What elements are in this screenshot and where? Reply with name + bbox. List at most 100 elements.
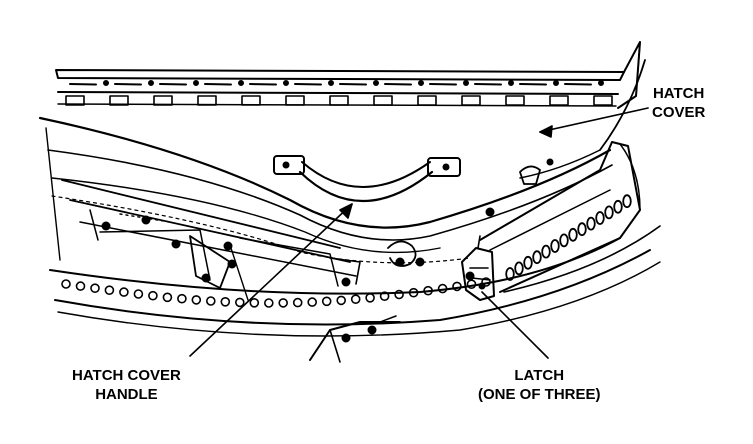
hatch-cover-handle-callout-line2: HANDLE (95, 386, 158, 403)
hatch-cover-callout-line2: COVER (652, 104, 706, 121)
fastener-nuts (101, 207, 495, 287)
rivet (408, 287, 419, 298)
fastener-nut (485, 207, 495, 217)
latch (461, 235, 495, 301)
rail-hole (550, 239, 560, 253)
rivet (90, 283, 100, 294)
rivet (394, 289, 404, 300)
rail-hole (505, 267, 515, 281)
rail-hole (559, 233, 569, 248)
rail-hole (532, 250, 542, 265)
rivet (321, 296, 332, 307)
hatch-cover-handle-leader (189, 203, 353, 357)
panel-screw (193, 80, 199, 86)
rivet (148, 290, 158, 301)
rail-hole (604, 205, 614, 220)
rail-hole (586, 216, 596, 231)
panel-tab (241, 95, 261, 106)
panel-tab (505, 95, 525, 106)
panel-screw (598, 80, 604, 86)
rivet (336, 295, 347, 306)
hatch-cover-handle (273, 155, 461, 202)
rivet (466, 279, 477, 290)
rivet (235, 297, 245, 308)
rivet-row-lower (61, 277, 491, 308)
rivet (379, 291, 390, 302)
hatch-cover-handle-callout: HATCH COVER HANDLE (72, 366, 181, 404)
latch-leader (481, 291, 549, 359)
fastener-nut (227, 259, 237, 269)
rivet (365, 292, 375, 303)
panel-dash (519, 83, 547, 86)
rivet (292, 297, 303, 308)
rivet (191, 295, 202, 305)
lower-bracket (309, 315, 401, 363)
panel-screw (553, 80, 559, 86)
panel-screw (148, 80, 154, 86)
rivet (119, 287, 129, 297)
rivet (206, 296, 216, 306)
rail-hole (622, 194, 632, 209)
panel-screw (238, 80, 244, 86)
panel-dash (69, 83, 97, 86)
fastener-nut (341, 277, 351, 287)
panel-dash (564, 83, 592, 86)
panel-tab (197, 95, 217, 106)
fastener-nut (223, 241, 233, 251)
rivet (75, 281, 86, 291)
hatch-cover-panel (55, 41, 641, 109)
hatch-cover-leader (539, 107, 649, 133)
rail-hole (577, 222, 587, 237)
rivet (437, 283, 448, 294)
panel-dash (429, 83, 457, 86)
latch-callout-line2: (ONE OF THREE) (478, 386, 601, 403)
rivet (249, 297, 260, 308)
rail-hole (541, 244, 551, 259)
rail-hole (523, 255, 533, 270)
fastener-nut (141, 215, 151, 225)
rivet (307, 297, 318, 307)
panel-tab (373, 95, 393, 106)
panel-dash (249, 83, 277, 86)
panel-tab (65, 95, 85, 106)
hatch-cover-callout: HATCH COVER (652, 84, 705, 122)
panel-screw (283, 80, 289, 86)
hatch-cover-arrowhead (539, 125, 553, 138)
panel-tab (461, 95, 481, 106)
rivet (104, 285, 115, 296)
panel-dash (159, 83, 187, 86)
fastener-nut (465, 271, 475, 281)
rail-hole (514, 261, 524, 276)
panel-tab (285, 95, 305, 106)
rivet (350, 294, 361, 305)
panel-tab (153, 95, 173, 106)
rail-hole (568, 227, 578, 242)
rivet (133, 289, 144, 299)
rivet (220, 296, 231, 307)
rail-hole (595, 211, 605, 225)
rail-lightening-holes (505, 194, 632, 281)
panel-tab (109, 95, 129, 106)
latch-callout-line1: LATCH (514, 367, 565, 384)
panel-screw (328, 80, 334, 86)
panel-dash (384, 83, 412, 86)
latch-callout: LATCH (ONE OF THREE) (478, 366, 601, 404)
rivet (162, 292, 173, 303)
rivet (263, 298, 274, 308)
panel-dash (294, 83, 322, 86)
fastener-nut (171, 239, 181, 249)
panel-dash (339, 83, 367, 86)
fastener-nut (201, 273, 211, 283)
rivet (177, 293, 187, 304)
rivet (61, 279, 71, 289)
frame-ribs (61, 179, 361, 301)
rail-hole (613, 199, 623, 214)
panel-screw (103, 80, 109, 86)
panel-tab (593, 95, 613, 106)
panel-screw (418, 80, 424, 86)
rivet (278, 298, 289, 308)
hatch-cover-handle-callout-line1: HATCH COVER (72, 367, 181, 384)
panel-tab (329, 95, 349, 106)
